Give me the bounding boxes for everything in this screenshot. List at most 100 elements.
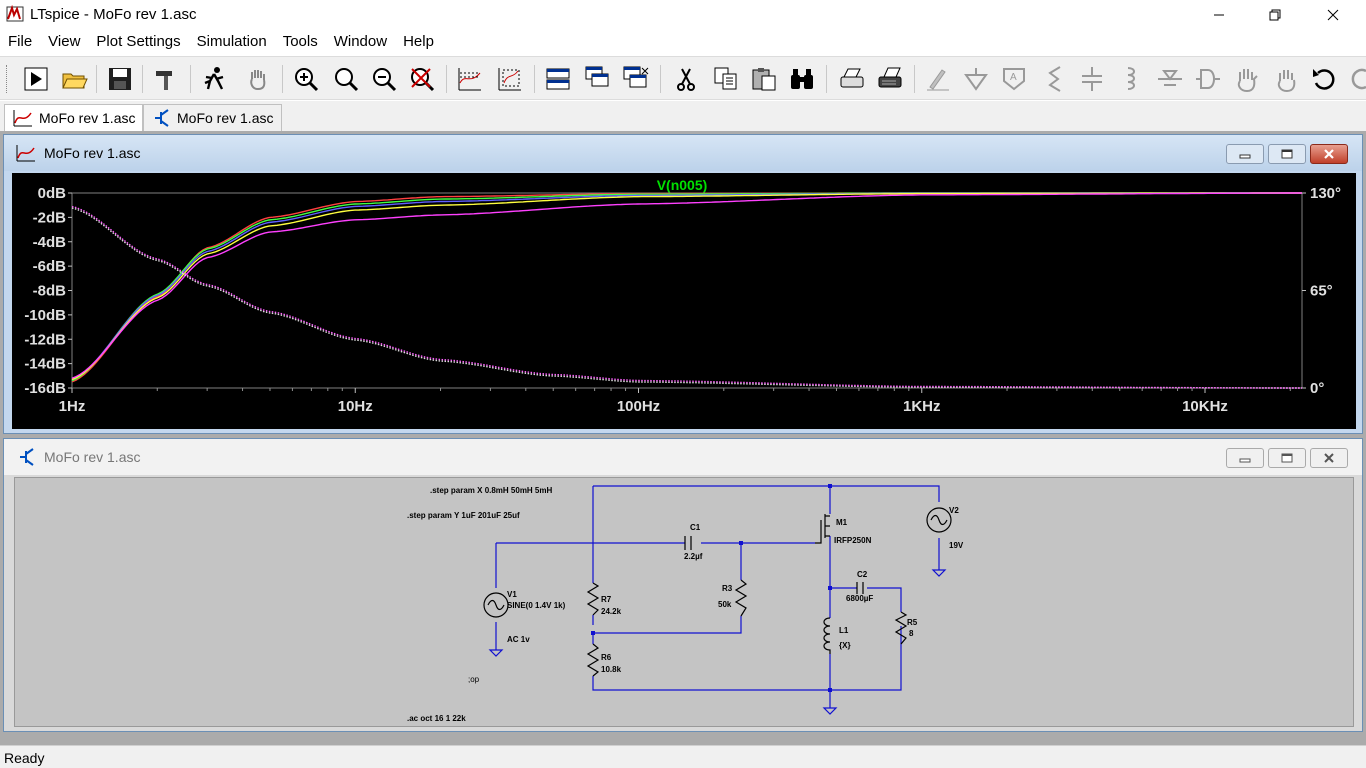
cascade-icon[interactable]	[584, 65, 612, 93]
svg-text:A: A	[1010, 72, 1017, 83]
menu-plot-settings[interactable]: Plot Settings	[96, 33, 181, 50]
schematic-svg[interactable]: .step param X 0.8mH 50mH 5mH .step param…	[15, 478, 1353, 726]
ground-icon[interactable]	[962, 65, 990, 93]
minimize-icon	[1239, 154, 1251, 159]
c2-value[interactable]: 6800µF	[846, 594, 873, 603]
directive-step-y[interactable]: .step param Y 1uF 201uF 25uf	[407, 511, 520, 520]
x-tick-label: 10KHz	[1182, 398, 1228, 415]
bode-plot-svg[interactable]: V(n005) 0dB-2dB-4dB-6dB-8dB-10dB-12dB-14…	[12, 173, 1356, 429]
open-folder-icon[interactable]	[60, 65, 88, 93]
y-left-tick-label: -6dB	[33, 258, 67, 275]
r3-value[interactable]: 50k	[718, 600, 732, 609]
zoom-cancel-icon[interactable]	[408, 65, 436, 93]
r7-name[interactable]: R7	[601, 595, 612, 604]
v1-value[interactable]: SINE(0 1.4V 1k)	[507, 601, 566, 610]
close-windows-icon[interactable]	[622, 65, 650, 93]
r3-name[interactable]: R3	[722, 584, 733, 593]
l1-name[interactable]: L1	[839, 626, 849, 635]
waveform-plot[interactable]: V(n005) 0dB-2dB-4dB-6dB-8dB-10dB-12dB-14…	[12, 173, 1356, 429]
menu-simulation[interactable]: Simulation	[196, 33, 267, 50]
menu-view[interactable]: View	[48, 33, 81, 50]
tab-plot[interactable]: MoFo rev 1.asc	[4, 104, 145, 131]
maximize-button[interactable]	[1252, 0, 1298, 30]
redo-icon[interactable]	[1348, 65, 1366, 93]
resistor-icon[interactable]	[1040, 65, 1068, 93]
diode-icon[interactable]	[1156, 65, 1184, 93]
directive-step-x[interactable]: .step param X 0.8mH 50mH 5mH	[430, 486, 552, 495]
component-icon[interactable]	[1194, 65, 1222, 93]
inductor-icon[interactable]	[1116, 65, 1144, 93]
autorange-icon[interactable]	[456, 65, 484, 93]
magnitude-trace	[71, 192, 1302, 381]
trace-label-vn005[interactable]: V(n005)	[657, 177, 708, 193]
x-tick-label: 1KHz	[903, 398, 941, 415]
v2-value[interactable]: 19V	[949, 541, 964, 550]
schematic-minimize-button[interactable]	[1226, 448, 1264, 468]
v1-name[interactable]: V1	[507, 590, 517, 599]
move-hand-icon[interactable]	[1272, 65, 1300, 93]
menu-help[interactable]: Help	[403, 33, 434, 50]
toolbar-grip[interactable]	[6, 65, 9, 93]
tab-schematic[interactable]: MoFo rev 1.asc	[142, 104, 283, 131]
x-tick-label: 100Hz	[617, 398, 660, 415]
directive-ac[interactable]: .ac oct 16 1 22k	[407, 714, 466, 723]
c2-name[interactable]: C2	[857, 570, 868, 579]
status-bar: Ready	[0, 745, 1366, 768]
window-title: LTspice - MoFo rev 1.asc	[30, 6, 197, 23]
waveform-restore-button[interactable]	[1268, 144, 1306, 164]
hammer-icon[interactable]	[152, 65, 180, 93]
r5-name[interactable]: R5	[907, 618, 918, 627]
copy-icon[interactable]	[712, 65, 740, 93]
waveform-icon	[16, 145, 35, 162]
schematic-canvas[interactable]: .step param X 0.8mH 50mH 5mH .step param…	[14, 477, 1354, 727]
r6-name[interactable]: R6	[601, 653, 612, 662]
tab-plot-label: MoFo rev 1.asc	[39, 110, 136, 126]
capacitor-icon[interactable]	[1078, 65, 1106, 93]
zoom-extents-icon[interactable]	[496, 65, 524, 93]
tab-schematic-label: MoFo rev 1.asc	[177, 110, 274, 126]
magnitude-trace	[71, 192, 1302, 383]
schematic-close-button[interactable]	[1310, 448, 1348, 468]
schematic-window-titlebar[interactable]: MoFo rev 1.asc	[4, 439, 1362, 475]
zoom-icon[interactable]	[332, 65, 360, 93]
close-button[interactable]	[1310, 0, 1356, 30]
cut-icon[interactable]	[672, 65, 700, 93]
tile-horizontal-icon[interactable]	[544, 65, 572, 93]
print-preview-icon[interactable]	[838, 65, 866, 93]
run-man-icon[interactable]	[200, 65, 228, 93]
v1-ac-value[interactable]: AC 1v	[507, 635, 530, 644]
undo-icon[interactable]	[1310, 65, 1338, 93]
c1-name[interactable]: C1	[690, 523, 701, 532]
v2-name[interactable]: V2	[949, 506, 959, 515]
label-net-icon[interactable]: A	[1000, 65, 1028, 93]
waveform-window-titlebar[interactable]: MoFo rev 1.asc	[4, 135, 1362, 171]
r5-value[interactable]: 8	[909, 629, 914, 638]
c1-value[interactable]: 2.2µf	[684, 552, 703, 561]
waveform-window-title: MoFo rev 1.asc	[44, 145, 141, 161]
draw-wire-icon[interactable]	[924, 65, 952, 93]
r7-value[interactable]: 24.2k	[601, 607, 622, 616]
waveform-close-button[interactable]	[1310, 144, 1348, 164]
drag-hand-icon[interactable]	[1232, 65, 1260, 93]
menu-tools[interactable]: Tools	[282, 33, 318, 50]
menu-window[interactable]: Window	[333, 33, 388, 50]
l1-value[interactable]: {X}	[839, 641, 851, 650]
r6-value[interactable]: 10.8k	[601, 665, 622, 674]
m1-value[interactable]: IRFP250N	[834, 536, 872, 545]
binoculars-icon[interactable]	[788, 65, 816, 93]
save-icon[interactable]	[106, 65, 134, 93]
minimize-button[interactable]	[1196, 0, 1242, 30]
waveform-minimize-button[interactable]	[1226, 144, 1264, 164]
directive-op[interactable]: ;op	[468, 675, 480, 684]
schematic-restore-button[interactable]	[1268, 448, 1306, 468]
magnitude-trace	[71, 192, 1302, 381]
run-icon[interactable]	[22, 65, 50, 93]
print-icon[interactable]	[876, 65, 904, 93]
hand-icon[interactable]	[244, 65, 272, 93]
zoom-out-icon[interactable]	[370, 65, 398, 93]
menu-file[interactable]: File	[8, 33, 33, 50]
paste-icon[interactable]	[750, 65, 778, 93]
m1-name[interactable]: M1	[836, 518, 848, 527]
zoom-in-icon[interactable]	[292, 65, 320, 93]
waveform-icon	[13, 110, 32, 127]
